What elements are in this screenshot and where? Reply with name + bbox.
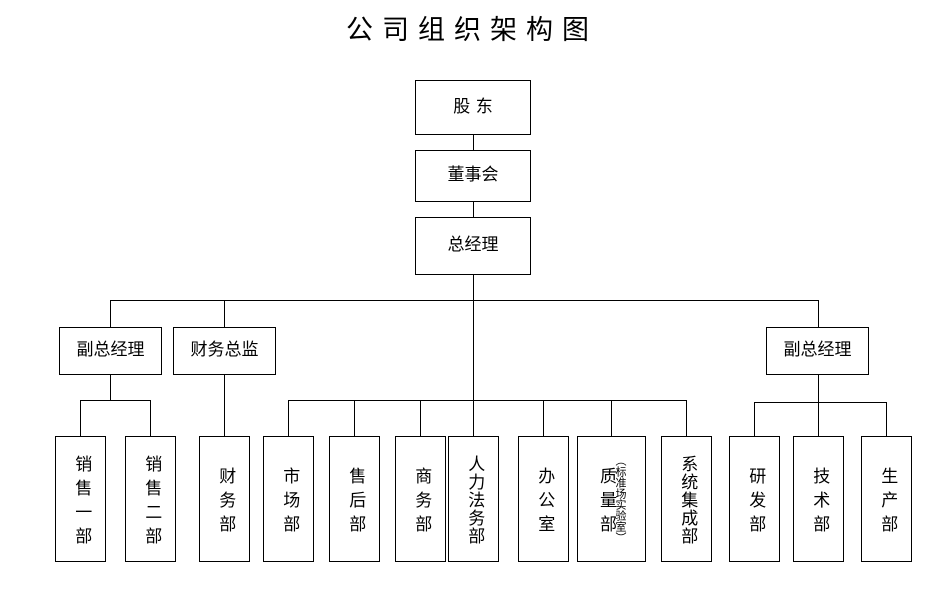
node-vice-gm-left[interactable]: 副总经理 bbox=[59, 327, 162, 375]
edge-bus-to-finance-director bbox=[224, 300, 225, 327]
node-hr-legal-dept[interactable]: 人力法务部 bbox=[448, 436, 499, 562]
quality-dept-label: 质量部 bbox=[596, 466, 616, 539]
node-sales-dept-1[interactable]: 销售一部 bbox=[55, 436, 106, 562]
edge-gm-trunk bbox=[473, 275, 474, 301]
node-market-dept[interactable]: 市场部 bbox=[263, 436, 314, 562]
edge-to-office bbox=[543, 400, 544, 436]
edge-to-tech-dept bbox=[818, 402, 819, 436]
node-quality-dept[interactable]: 质量部 （标准场实验室） bbox=[577, 436, 646, 562]
edge-vice-gm-left-trunk bbox=[110, 375, 111, 401]
edge-to-business-dept bbox=[420, 400, 421, 436]
edge-to-sales-2 bbox=[150, 400, 151, 436]
edge-shareholders-board bbox=[473, 135, 474, 150]
edge-to-rd-dept bbox=[754, 402, 755, 436]
node-after-sales-dept[interactable]: 售后部 bbox=[329, 436, 380, 562]
node-vice-gm-right[interactable]: 副总经理 bbox=[766, 327, 869, 375]
edge-vice-gm-right-trunk bbox=[818, 375, 819, 403]
node-sales-dept-2[interactable]: 销售二部 bbox=[125, 436, 176, 562]
node-finance-director[interactable]: 财务总监 bbox=[173, 327, 276, 375]
node-board[interactable]: 董事会 bbox=[415, 150, 531, 202]
node-general-manager[interactable]: 总经理 bbox=[415, 217, 531, 275]
node-rd-dept[interactable]: 研发部 bbox=[729, 436, 780, 562]
node-shareholders[interactable]: 股 东 bbox=[415, 80, 531, 135]
edge-to-after-sales-dept bbox=[354, 400, 355, 436]
edge-finance-director-to-finance-dept bbox=[224, 375, 225, 436]
edge-board-gm bbox=[473, 202, 474, 217]
edge-vice-gm-right-bus bbox=[754, 402, 886, 403]
edge-bus-to-vice-gm-left bbox=[110, 300, 111, 327]
quality-dept-note: （标准场实验室） bbox=[614, 455, 627, 543]
edge-to-hr-legal-dept bbox=[473, 400, 474, 436]
edge-to-quality-dept bbox=[611, 400, 612, 436]
node-production-dept[interactable]: 生产部 bbox=[861, 436, 912, 562]
edge-middle-group-bus bbox=[288, 400, 686, 401]
edge-bus-to-vice-gm-right bbox=[818, 300, 819, 327]
edge-to-system-integration-dept bbox=[686, 400, 687, 436]
edge-to-sales-1 bbox=[80, 400, 81, 436]
edge-to-market-dept bbox=[288, 400, 289, 436]
node-finance-dept[interactable]: 财务部 bbox=[199, 436, 250, 562]
node-business-dept[interactable]: 商务部 bbox=[395, 436, 446, 562]
node-system-integration-dept[interactable]: 系统集成部 bbox=[661, 436, 712, 562]
edge-bus-to-middle-group bbox=[473, 300, 474, 401]
node-tech-dept[interactable]: 技术部 bbox=[793, 436, 844, 562]
edge-level3-bus bbox=[110, 300, 819, 301]
node-office[interactable]: 办公室 bbox=[518, 436, 569, 562]
page-title: 公司组织架构图 bbox=[346, 15, 598, 46]
edge-to-production-dept bbox=[886, 402, 887, 436]
edge-vice-gm-left-bus bbox=[80, 400, 151, 401]
